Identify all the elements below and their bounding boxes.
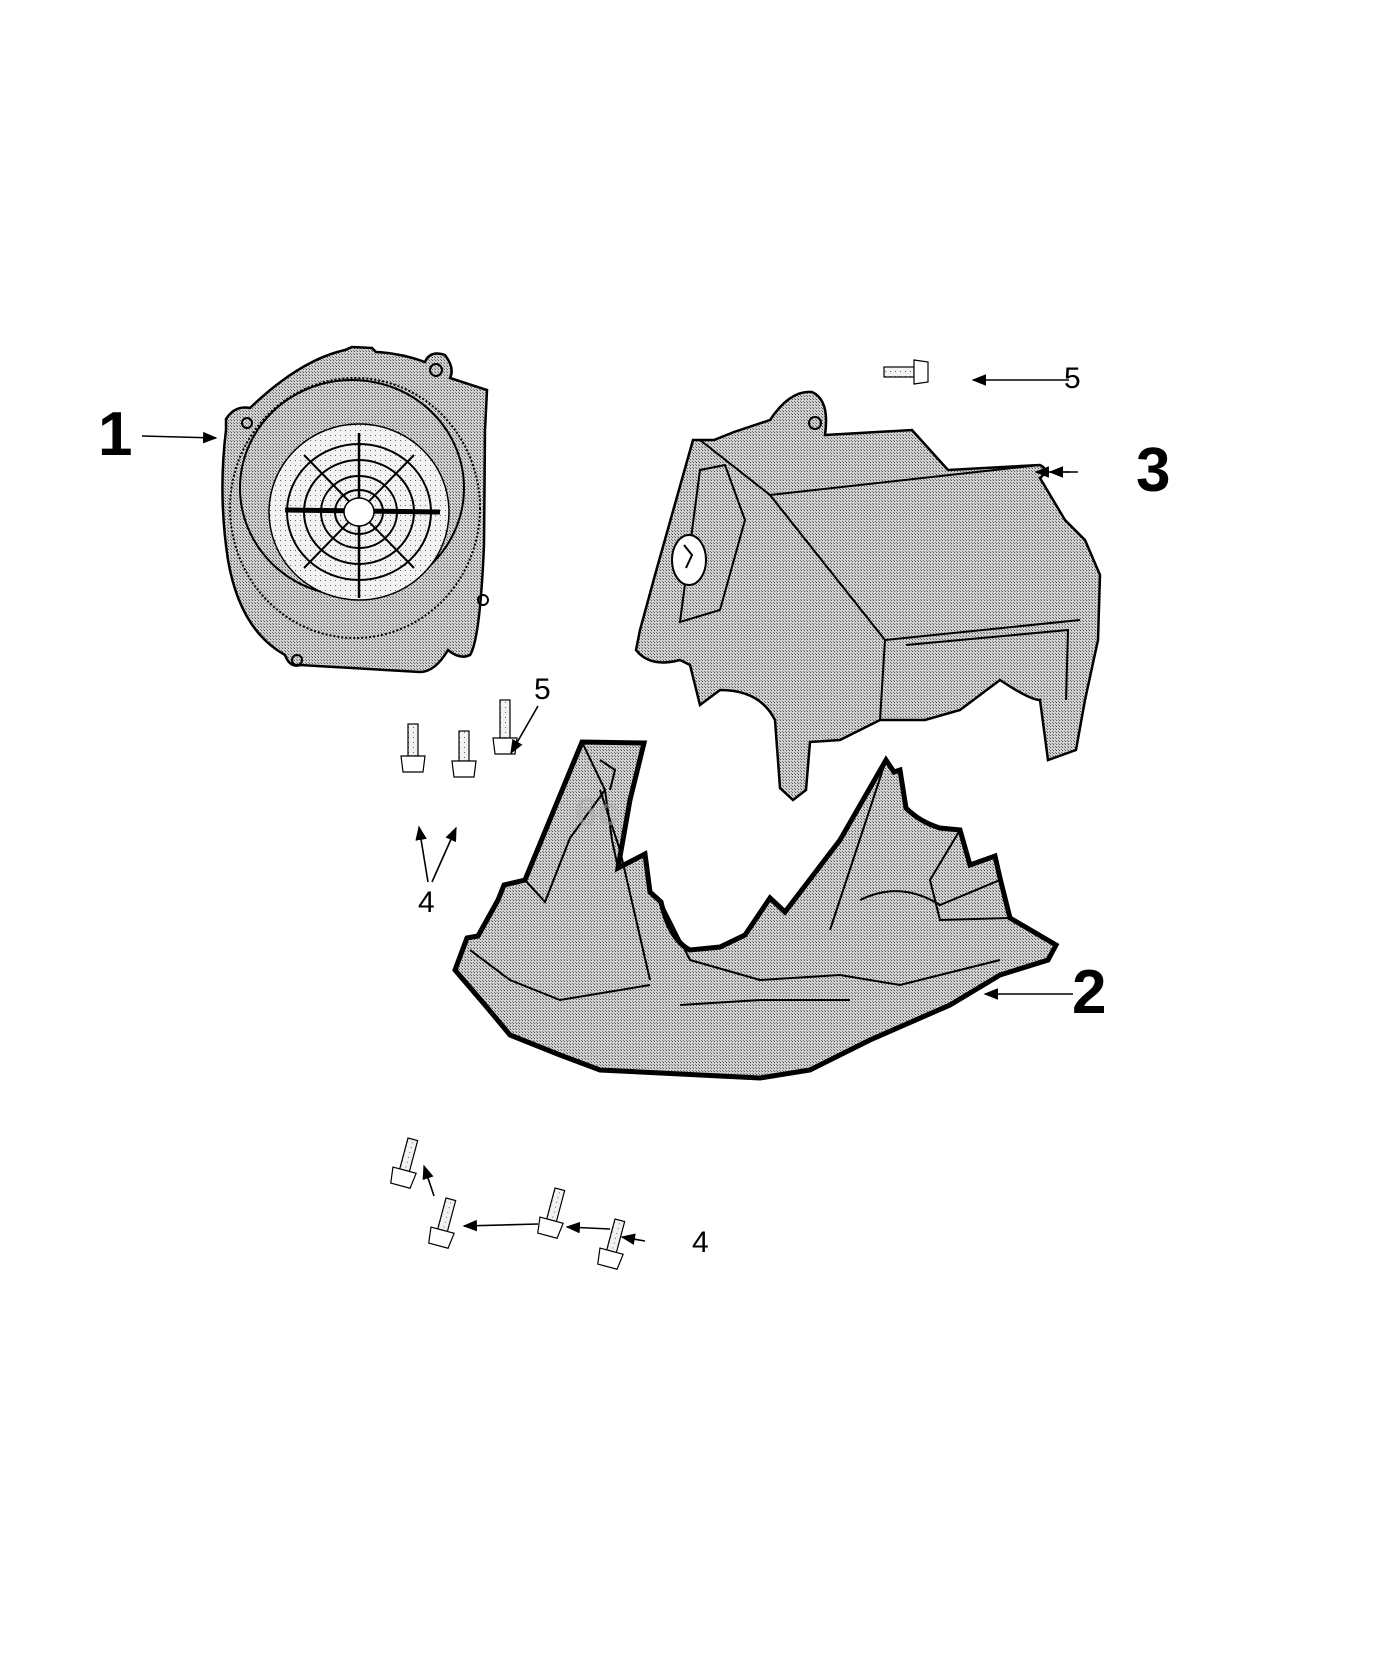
bolt-4-bottom-b bbox=[428, 1197, 457, 1249]
callout-5-middle: 5 bbox=[534, 673, 551, 706]
bolt-4-bottom-c bbox=[537, 1187, 566, 1239]
bolt-4-middle bbox=[451, 730, 477, 778]
callout-4-upper: 4 bbox=[418, 886, 435, 919]
callout-3: 3 bbox=[1136, 436, 1171, 505]
bolt-4-bottom-a bbox=[390, 1137, 419, 1189]
watermark: 6c bbox=[575, 790, 620, 834]
callout-1: 1 bbox=[98, 400, 133, 469]
bolt-5-top bbox=[883, 359, 929, 385]
leader-lines bbox=[141, 374, 1078, 1245]
callout-5-upper: 5 bbox=[1064, 362, 1081, 395]
bolt-4-left bbox=[400, 723, 426, 773]
callout-2: 2 bbox=[1072, 958, 1107, 1027]
bolt-4-bottom-d bbox=[597, 1218, 626, 1270]
fan-grille bbox=[268, 423, 450, 601]
part-3-upper-shroud bbox=[634, 390, 1102, 802]
callout-4-lower: 4 bbox=[692, 1226, 709, 1259]
bolt-5-middle bbox=[492, 699, 518, 755]
part-1-fan-cover bbox=[221, 345, 489, 674]
part-2-lower-shroud bbox=[452, 739, 1060, 1081]
